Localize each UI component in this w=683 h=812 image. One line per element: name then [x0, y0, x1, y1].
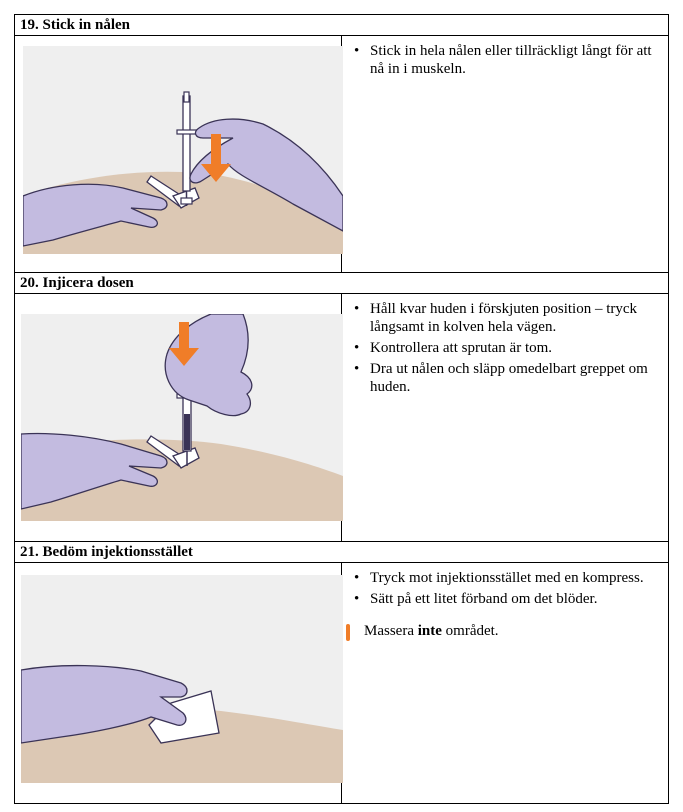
insert-needle-illustration [23, 46, 343, 254]
apply-compress-illustration [21, 575, 343, 783]
step-20-title: 20. Injicera dosen [14, 272, 669, 294]
instruction-document: 19. Stick in nålen [14, 14, 669, 804]
step-21-text: Tryck mot injektionsstället med en kompr… [341, 562, 669, 804]
step-20-bullets: Håll kvar huden i förskjuten position – … [350, 300, 660, 396]
step-19-title: 19. Stick in nålen [14, 14, 669, 36]
step-19-text: Stick in hela nålen eller tillräckligt l… [341, 35, 669, 273]
warning-text-pre: Massera [364, 623, 418, 639]
step-20-bullet-1: Håll kvar huden i förskjuten position – … [354, 300, 660, 336]
inject-dose-illustration [21, 314, 343, 521]
step-21-bullets: Tryck mot injektionsstället med en kompr… [350, 569, 660, 608]
warning-icon [346, 624, 350, 641]
steps-table: 19. Stick in nålen [14, 14, 669, 804]
step-20-bullet-3: Dra ut nålen och släpp omedelbart greppe… [354, 360, 660, 396]
step-19-bullet-1: Stick in hela nålen eller tillräckligt l… [354, 42, 660, 78]
warning-text-bold: inte [417, 623, 442, 639]
step-19-image-cell [14, 35, 343, 273]
step-21-bullet-1: Tryck mot injektionsstället med en kompr… [354, 569, 660, 587]
step-21-title: 21. Bedöm injektionsstället [14, 541, 669, 563]
warning-text-post: området. [441, 623, 499, 639]
step-20-image-cell [14, 293, 343, 542]
step-21-image-cell [14, 562, 343, 804]
step-20-text: Håll kvar huden i förskjuten position – … [341, 293, 669, 542]
warning-note: Massera inte området. [346, 622, 660, 641]
step-19-bullets: Stick in hela nålen eller tillräckligt l… [350, 42, 660, 78]
warning-text: Massera inte området. [364, 622, 499, 640]
step-20-bullet-2: Kontrollera att sprutan är tom. [354, 339, 660, 357]
step-21-bullet-2: Sätt på ett litet förband om det blöder. [354, 590, 660, 608]
